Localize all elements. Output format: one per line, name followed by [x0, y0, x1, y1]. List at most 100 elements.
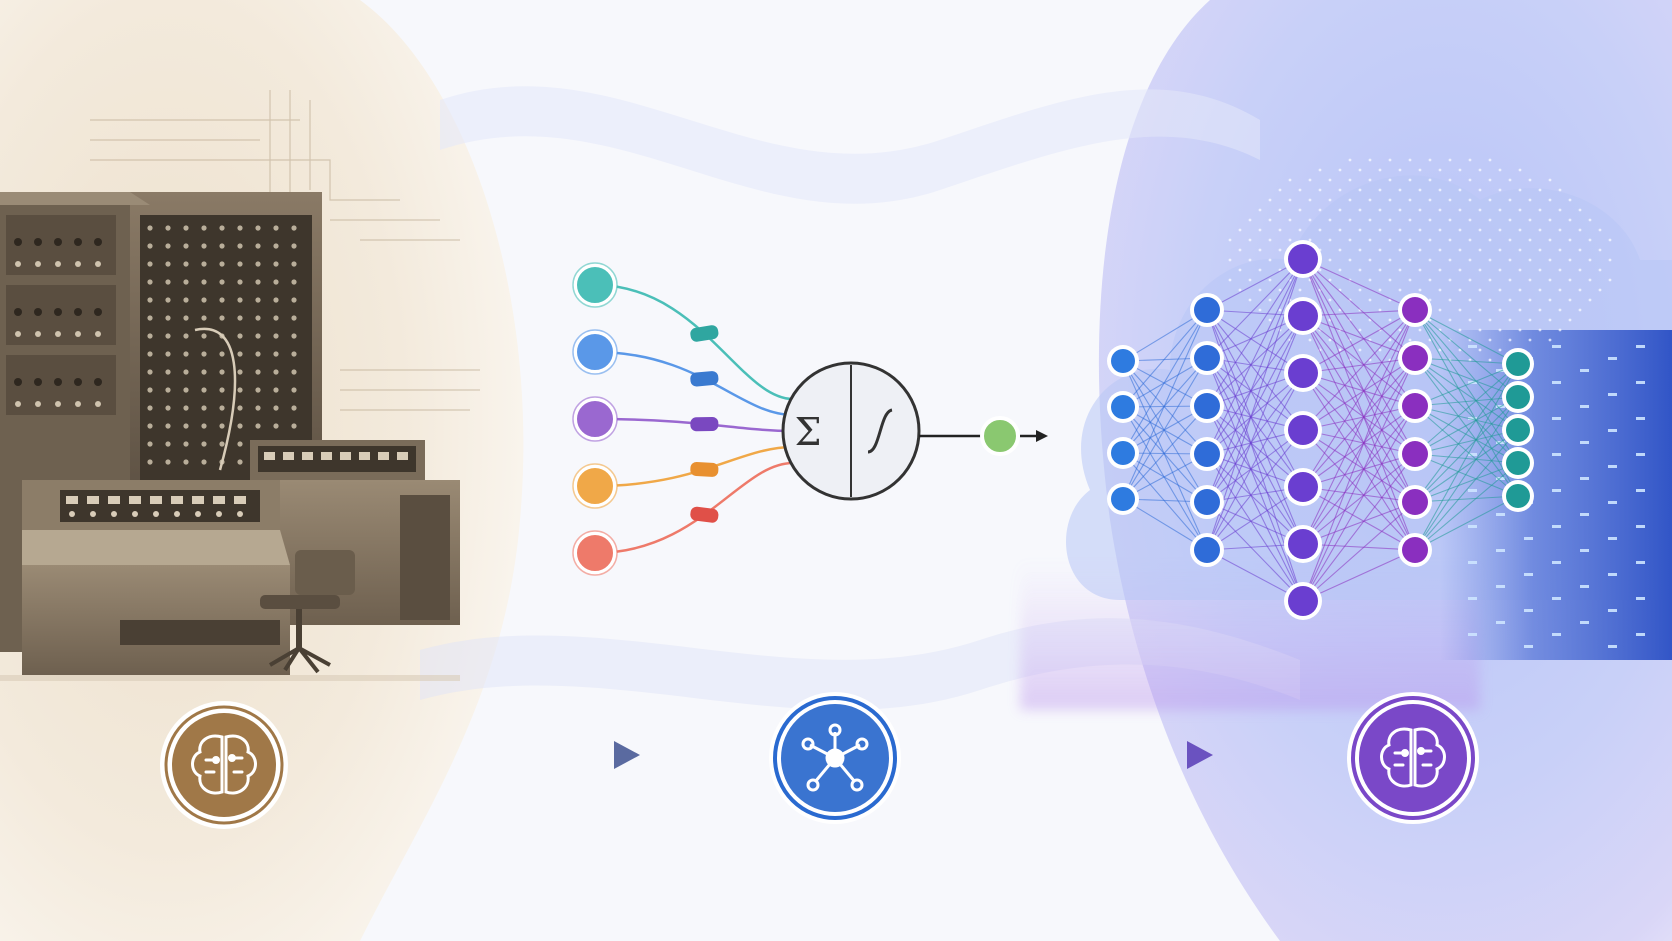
panel-switch	[255, 297, 261, 303]
map-dot	[1258, 248, 1262, 252]
map-dot	[1598, 248, 1602, 252]
panel-switch	[147, 459, 153, 465]
network-edge	[1206, 501, 1304, 602]
map-dot	[1588, 218, 1592, 222]
network-node	[1402, 441, 1428, 467]
map-dot	[1248, 278, 1252, 282]
map-dot	[1568, 258, 1572, 262]
map-dot	[1348, 238, 1352, 242]
network-node	[1111, 487, 1135, 511]
map-dot	[1548, 278, 1552, 282]
map-dot	[1488, 318, 1492, 322]
map-dot	[1368, 158, 1372, 162]
map-dot	[1318, 268, 1322, 272]
map-dot	[1478, 168, 1482, 172]
map-dot	[1578, 308, 1582, 312]
network-edge	[1302, 357, 1416, 602]
map-dot	[1468, 238, 1472, 242]
map-dot	[1308, 218, 1312, 222]
server-light	[1524, 537, 1533, 540]
panel-switch	[237, 297, 243, 303]
milestone-deep-learning	[1347, 692, 1479, 824]
map-dot	[1378, 168, 1382, 172]
panel-knob	[54, 238, 62, 246]
panel-switch	[255, 387, 261, 393]
panel-switch	[147, 387, 153, 393]
server-light	[1552, 597, 1561, 600]
map-dot	[1388, 238, 1392, 242]
map-dot	[1288, 238, 1292, 242]
panel-knob	[34, 378, 42, 386]
map-dot	[1408, 198, 1412, 202]
map-dot	[1408, 238, 1412, 242]
server-light	[1552, 345, 1561, 348]
map-dot	[1398, 188, 1402, 192]
map-dot	[1478, 288, 1482, 292]
map-dot	[1278, 228, 1282, 232]
map-dot	[1478, 268, 1482, 272]
map-dot	[1418, 188, 1422, 192]
network-edge	[1414, 495, 1519, 503]
network-edge	[1302, 405, 1416, 431]
map-dot	[1328, 238, 1332, 242]
network-edge	[1414, 363, 1519, 455]
map-dot	[1548, 298, 1552, 302]
map-dot	[1528, 238, 1532, 242]
input-node-ring	[572, 463, 618, 509]
console-key	[171, 496, 183, 504]
panel-switch	[273, 369, 279, 375]
map-dot	[1448, 218, 1452, 222]
panel-switch	[147, 279, 153, 285]
server-light	[1552, 381, 1561, 384]
panel-switch	[201, 369, 207, 375]
map-dot	[1438, 208, 1442, 212]
panel-switch	[219, 243, 225, 249]
panel-switch	[165, 279, 171, 285]
world-map-dots	[1228, 158, 1612, 362]
map-dot	[1388, 258, 1392, 262]
panel-switch	[291, 369, 297, 375]
network-edge	[1122, 452, 1208, 551]
panel-switch	[273, 351, 279, 357]
panel-switch	[183, 297, 189, 303]
milestone-early-computing	[160, 701, 288, 829]
network-edge	[1206, 309, 1304, 374]
panel-switch	[183, 423, 189, 429]
panel-switch	[201, 459, 207, 465]
panel-switch	[165, 441, 171, 447]
network-node	[1288, 358, 1318, 388]
map-dot	[1578, 208, 1582, 212]
panel-switch	[291, 351, 297, 357]
map-dot	[1518, 308, 1522, 312]
map-dot	[1258, 208, 1262, 212]
panel-switch	[147, 315, 153, 321]
network-edge	[1206, 309, 1304, 431]
panel-switch	[237, 459, 243, 465]
panel-switch	[273, 315, 279, 321]
map-dot	[1598, 288, 1602, 292]
panel-switch	[183, 333, 189, 339]
map-dot	[1498, 228, 1502, 232]
network-edge	[1206, 309, 1304, 545]
map-dot	[1248, 218, 1252, 222]
server-light	[1636, 633, 1645, 636]
map-dot	[1548, 318, 1552, 322]
map-dot	[1548, 258, 1552, 262]
network-node	[1288, 301, 1318, 331]
server-light	[1524, 573, 1533, 576]
network-edge	[1302, 486, 1416, 551]
panel-knob	[94, 238, 102, 246]
map-dot	[1488, 198, 1492, 202]
map-dot	[1528, 318, 1532, 322]
map-dot	[1508, 338, 1512, 342]
network-edge	[1122, 357, 1208, 500]
map-dot	[1258, 308, 1262, 312]
map-dot	[1438, 188, 1442, 192]
server-light	[1636, 561, 1645, 564]
panel-switch	[147, 261, 153, 267]
panel-switch	[201, 333, 207, 339]
map-dot	[1358, 348, 1362, 352]
map-dot	[1398, 168, 1402, 172]
server-light	[1496, 585, 1505, 588]
network-edge	[1302, 372, 1416, 455]
